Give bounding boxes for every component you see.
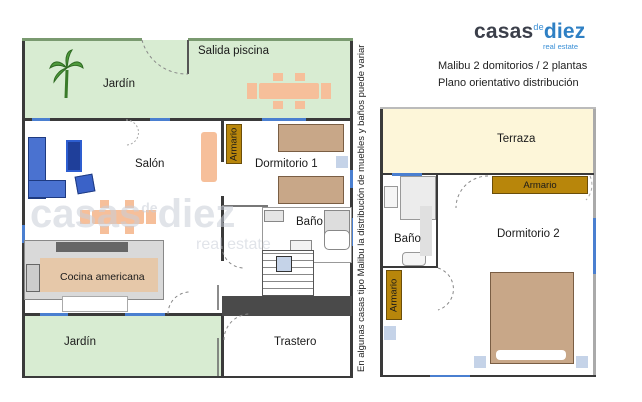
window-right: [350, 170, 353, 188]
watermark-logo: casasdediez: [30, 192, 235, 237]
window-top-salon-2: [150, 118, 170, 121]
window-dorm-top: [262, 118, 306, 121]
info-line-2: Plano orientativo distribución: [438, 77, 579, 89]
label-dormitorio-2: Dormitorio 2: [497, 228, 560, 240]
wall-salon-right: [221, 120, 224, 162]
chair: [80, 210, 90, 224]
salon-dining-set: [80, 198, 156, 236]
wall-left: [22, 40, 25, 377]
nightstand-3: [576, 356, 588, 368]
chair: [100, 226, 109, 234]
pillow: [496, 350, 566, 360]
stair-storage-icon: [276, 256, 292, 272]
watermark-de: de: [141, 199, 158, 216]
dresser: [384, 326, 396, 340]
upper-wall-bath-right: [436, 175, 438, 267]
stair-strip: [222, 296, 352, 316]
window-bottom-salon-2: [125, 313, 165, 316]
label-bano: Baño: [296, 216, 323, 228]
chair: [146, 210, 156, 224]
info-line-1: Malibu 2 domitorios / 2 plantas: [438, 60, 588, 72]
upper-door-arcs: [437, 175, 593, 311]
label-cocina: Cocina americana: [60, 271, 145, 283]
chair: [100, 200, 109, 208]
double-bed: [490, 272, 574, 364]
nightstand: [336, 156, 348, 168]
upper-wall-bottom: [380, 375, 596, 377]
wall-trastero-left: [221, 315, 224, 377]
wall-dorm-bottom: [222, 205, 268, 207]
bed-1: [278, 124, 344, 152]
chair: [295, 73, 305, 81]
garden-table: [259, 83, 319, 99]
wall-interior-bottom: [24, 313, 222, 316]
wall-salon-right-lower: [221, 196, 224, 261]
watermark-subtitle: real estate: [196, 236, 271, 253]
chair: [125, 200, 134, 208]
kitchen-bar: [62, 296, 128, 312]
garden-bottom: [24, 314, 222, 377]
label-trastero: Trastero: [274, 336, 317, 348]
chair: [125, 226, 134, 234]
label-terraza: Terraza: [497, 133, 536, 145]
brand-logo: casasdediez: [474, 20, 585, 44]
brand-diez: diez: [543, 20, 586, 43]
kitchen-hood: [56, 242, 128, 252]
door-arcs: [125, 39, 251, 376]
kitchen-counter: [40, 258, 158, 292]
bed-2: [278, 176, 344, 204]
brand-de: de: [533, 22, 544, 32]
upper-wall-bath-bottom: [382, 266, 438, 268]
staircase: [262, 250, 314, 296]
label-jardin-top: Jardín: [103, 78, 135, 90]
upper-wall-left: [380, 108, 383, 377]
watermark-diez: diez: [157, 192, 236, 236]
sink-2: [384, 186, 398, 208]
chair: [273, 101, 283, 109]
window-top-salon: [32, 118, 50, 121]
stove: [26, 264, 40, 292]
side-cabinet: [201, 132, 217, 182]
bath-mat: [420, 206, 432, 256]
wall-garden-divider: [187, 40, 189, 74]
wall-top-right: [188, 38, 353, 41]
palm-tree-icon: [49, 49, 84, 99]
watermark-casas: casas: [30, 192, 142, 236]
side-note: En algunas casas tipo Malibu la distribu…: [356, 44, 367, 372]
chair: [247, 83, 257, 99]
label-salon: Salón: [135, 158, 165, 170]
chair: [321, 83, 331, 99]
upper-window-2: [593, 218, 596, 274]
salon-table: [92, 210, 144, 224]
garden-dining-set: [247, 73, 333, 111]
label-dormitorio-1: Dormitorio 1: [255, 158, 318, 170]
sink-1: [264, 210, 284, 222]
wall-interior-top: [24, 118, 351, 121]
wall-top-left: [22, 38, 142, 41]
terrace: [382, 108, 594, 174]
window-bottom-salon: [40, 313, 68, 316]
label-jardin-bottom: Jardín: [64, 336, 96, 348]
coffee-table: [66, 140, 82, 172]
upper-window-3: [430, 375, 470, 377]
brand-subtitle: real estate: [543, 42, 579, 51]
bathtub-1: [324, 230, 350, 250]
brand-casas: casas: [474, 20, 534, 43]
label-bano-upper: Baño: [394, 233, 421, 245]
nightstand-2: [474, 356, 486, 368]
upper-wall-terrace: [382, 173, 594, 175]
upper-window-1: [392, 173, 422, 176]
label-salida-piscina: Salida piscina: [198, 45, 269, 57]
wall-bottom: [22, 376, 353, 378]
chair: [273, 73, 283, 81]
armario-upper-top: Armario: [492, 176, 588, 194]
window-left: [22, 225, 25, 243]
chair: [295, 101, 305, 109]
upper-wall-top: [380, 107, 596, 109]
sofa-chaise: [28, 180, 66, 198]
